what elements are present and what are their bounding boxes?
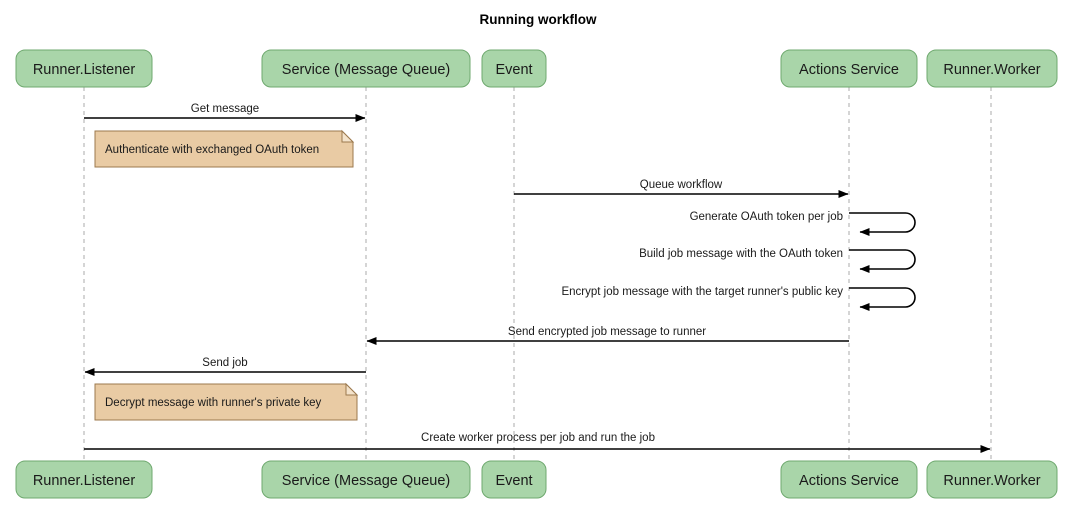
participant-box-runner-worker	[926, 460, 1058, 499]
message-label-queue-workflow: Queue workflow	[640, 179, 723, 191]
message-queue-workflow[interactable]: Queue workflow	[514, 179, 849, 198]
participant-footer-actions-service[interactable]: Actions Service	[780, 460, 918, 499]
note-authenticate-with-exchanged-oauth-token: Authenticate with exchanged OAuth token	[94, 129, 355, 168]
participant-box-runner-listener	[15, 460, 153, 499]
message-send-job[interactable]: Send job	[84, 357, 366, 376]
participant-header-actions-service[interactable]: Actions Service	[780, 49, 918, 88]
message-label-encrypt-job-message-with-the-target-runners-public-key: Encrypt job message with the target runn…	[561, 286, 843, 298]
participant-label-runner-listener: Runner.Listener	[33, 62, 136, 78]
participant-label-service-message-queue: Service (Message Queue)	[282, 62, 450, 78]
message-build-job-message-with-the-oauth-token[interactable]: Build job message with the OAuth token	[639, 248, 916, 273]
notes-layer: Authenticate with exchanged OAuth tokenD…	[94, 129, 359, 421]
participant-label-actions-service: Actions Service	[799, 473, 899, 489]
message-line-generate-oauth-token-per-job	[849, 212, 916, 236]
participant-box-service-message-queue	[261, 49, 471, 88]
message-send-encrypted-job-message-to-runner[interactable]: Send encrypted job message to runner	[366, 326, 849, 345]
participant-header-runner-listener[interactable]: Runner.Listener	[15, 49, 153, 88]
message-label-send-encrypted-job-message-to-runner: Send encrypted job message to runner	[508, 326, 706, 338]
message-label-build-job-message-with-the-oauth-token: Build job message with the OAuth token	[639, 248, 843, 260]
participant-header-event[interactable]: Event	[481, 49, 547, 88]
message-label-send-job: Send job	[202, 357, 247, 369]
note-fold-icon	[345, 382, 359, 396]
participant-label-service-message-queue: Service (Message Queue)	[282, 473, 450, 489]
participant-box-event	[481, 49, 547, 88]
message-get-message[interactable]: Get message	[84, 103, 366, 122]
participant-box-event	[481, 460, 547, 499]
page-title: Running workflow	[480, 12, 597, 27]
participant-label-runner-worker: Runner.Worker	[943, 62, 1040, 78]
participant-footer-runner-listener[interactable]: Runner.Listener	[15, 460, 153, 499]
note-label-authenticate-with-exchanged-oauth-token: Authenticate with exchanged OAuth token	[105, 144, 319, 156]
message-line-encrypt-job-message-with-the-target-runners-public-key	[849, 287, 916, 311]
message-line-build-job-message-with-the-oauth-token	[849, 249, 916, 273]
participant-label-actions-service: Actions Service	[799, 62, 899, 78]
participant-label-event: Event	[495, 62, 532, 78]
participant-footer-service-message-queue[interactable]: Service (Message Queue)	[261, 460, 471, 499]
note-body-decrypt-message-with-runners-private-key	[94, 383, 358, 421]
note-body-authenticate-with-exchanged-oauth-token	[94, 130, 354, 168]
participant-box-runner-listener	[15, 49, 153, 88]
note-label-decrypt-message-with-runners-private-key: Decrypt message with runner's private ke…	[105, 397, 322, 409]
participant-label-event: Event	[495, 473, 532, 489]
message-encrypt-job-message-with-the-target-runners-public-key[interactable]: Encrypt job message with the target runn…	[561, 286, 916, 311]
participant-footer-runner-worker[interactable]: Runner.Worker	[926, 460, 1058, 499]
note-decrypt-message-with-runners-private-key: Decrypt message with runner's private ke…	[94, 382, 359, 421]
message-generate-oauth-token-per-job[interactable]: Generate OAuth token per job	[690, 211, 916, 236]
participant-label-runner-worker: Runner.Worker	[943, 473, 1040, 489]
participant-box-runner-worker	[926, 49, 1058, 88]
lifelines-layer	[83, 87, 992, 461]
note-fold-icon	[341, 129, 355, 143]
participant-header-runner-worker[interactable]: Runner.Worker	[926, 49, 1058, 88]
message-label-generate-oauth-token-per-job: Generate OAuth token per job	[690, 211, 843, 223]
message-label-create-worker-process-per-job-and-run-the-job: Create worker process per job and run th…	[421, 432, 655, 444]
message-label-get-message: Get message	[191, 103, 259, 115]
participant-box-actions-service	[780, 460, 918, 499]
participant-box-service-message-queue	[261, 460, 471, 499]
participant-header-service-message-queue[interactable]: Service (Message Queue)	[261, 49, 471, 88]
participant-label-runner-listener: Runner.Listener	[33, 473, 136, 489]
participant-box-actions-service	[780, 49, 918, 88]
participant-footer-event[interactable]: Event	[481, 460, 547, 499]
message-create-worker-process-per-job-and-run-the-job[interactable]: Create worker process per job and run th…	[84, 432, 991, 453]
